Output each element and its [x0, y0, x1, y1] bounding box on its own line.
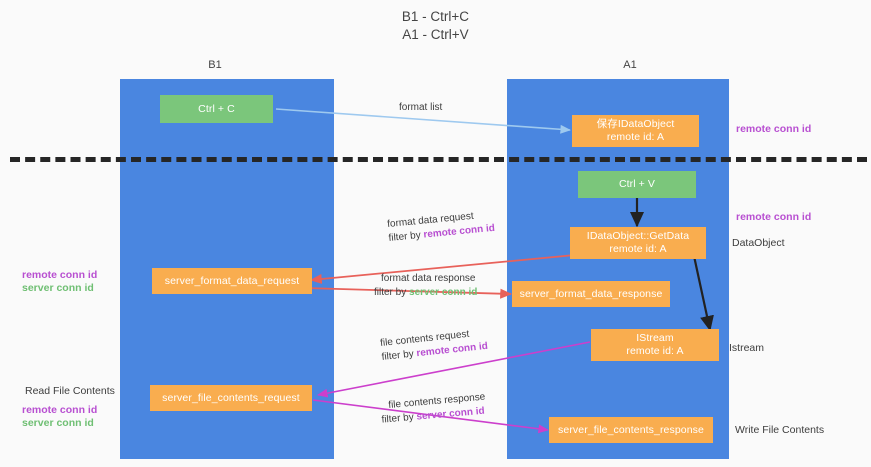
- phase-divider: [10, 157, 867, 162]
- filter-by-text: filter by: [381, 348, 418, 363]
- right-label-remote-conn-id-mid: remote conn id: [736, 211, 812, 223]
- left-label-server-conn-id-2: server conn id: [22, 417, 94, 429]
- filter-by-text: filter by: [374, 287, 410, 298]
- right-label-dataobject: DataObject: [732, 237, 785, 249]
- node-server-file-contents-request[interactable]: server_file_contents_request: [150, 385, 312, 411]
- column-header-b1-title: B1: [208, 59, 222, 71]
- left-label-server-conn-id: server conn id: [22, 282, 94, 294]
- left-label-read-file-contents: Read File Contents: [25, 385, 115, 397]
- right-label-write-file-contents: Write File Contents: [735, 424, 825, 436]
- left-label-remote-conn-id: remote conn id: [22, 269, 98, 281]
- edge-label-file-contents-response: file contents response filter by server …: [381, 391, 487, 427]
- right-label-remote-conn-id-top: remote conn id: [736, 123, 812, 135]
- filter-by-text: filter by: [381, 411, 417, 426]
- node-idataobject-getdata[interactable]: IDataObject::GetData remote id: A: [570, 227, 706, 259]
- edge-label-format-data-request: format data request filter by remote con…: [387, 208, 496, 246]
- server-conn-id-highlight: server conn id: [409, 287, 478, 298]
- node-save-idataobject[interactable]: 保存IDataObject remote id: A: [572, 115, 699, 147]
- node-server-file-contents-response[interactable]: server_file_contents_response: [549, 417, 713, 443]
- node-ctrl-c[interactable]: Ctrl + C: [160, 95, 273, 123]
- edge-label-file-contents-request: file contents request filter by remote c…: [380, 326, 489, 365]
- node-server-format-data-response[interactable]: server_format_data_response: [512, 281, 670, 307]
- edge-label-format-list: format list: [399, 102, 443, 113]
- filter-by-text: filter by: [388, 229, 425, 244]
- edge-label-format-data-response-line1: format data response: [381, 273, 476, 284]
- right-label-istream: Istream: [729, 342, 765, 354]
- edge-label-format-data-response: format data response filter by server co…: [374, 272, 477, 300]
- column-header-a1-title: A1: [623, 59, 637, 71]
- page-title: B1 - Ctrl+C A1 - Ctrl+V: [401, 9, 470, 42]
- node-istream[interactable]: IStream remote id: A: [591, 329, 719, 361]
- edge-label-format-data-response-line2: filter by server conn id: [374, 286, 477, 300]
- node-ctrl-v[interactable]: Ctrl + V: [578, 171, 696, 198]
- left-label-remote-conn-id-2: remote conn id: [22, 404, 98, 416]
- node-server-format-data-request[interactable]: server_format_data_request: [152, 268, 312, 294]
